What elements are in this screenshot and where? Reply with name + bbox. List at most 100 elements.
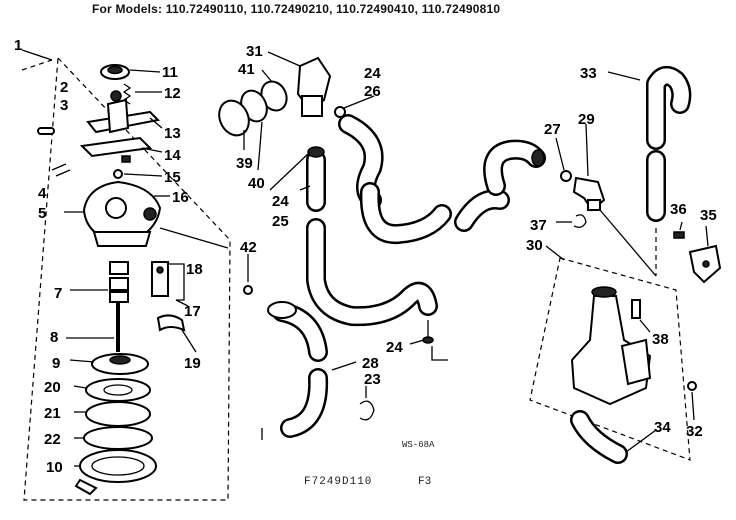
leader-26 [343, 95, 375, 109]
callout-1: 1 [14, 37, 22, 54]
pin [37, 127, 55, 135]
callout-30: 30 [526, 237, 543, 254]
gasket-22 [83, 426, 153, 450]
leader-28 [331, 361, 357, 371]
pump-base [92, 231, 152, 247]
leader-9 [69, 359, 95, 363]
callout-24b: 24 [364, 65, 381, 82]
callout-labels: 1234578910111213141516171819202122232424… [14, 37, 717, 476]
impeller-hub [109, 355, 131, 365]
callout-3: 3 [60, 97, 68, 114]
drain-hose-inner [308, 220, 436, 324]
callout-19: 19 [184, 355, 201, 372]
leader-11 [129, 69, 161, 73]
leader-38 [639, 319, 651, 333]
bracket-hole [702, 260, 710, 268]
elbow-outlet [587, 199, 601, 211]
pump-outlet [105, 197, 127, 219]
pump-port [143, 207, 157, 221]
diagram-code: WS-68A [402, 440, 435, 450]
pulley-hub [107, 65, 123, 75]
callout-33: 33 [580, 65, 597, 82]
leader-34 [625, 429, 657, 453]
guide-line-right [599, 209, 657, 277]
models-header: For Models: 110.72490110, 110.72490210, … [92, 2, 501, 16]
hose-clamp-27 [560, 170, 572, 182]
leader-36 [679, 221, 683, 231]
leader-30 [545, 245, 565, 261]
callout-11: 11 [162, 64, 178, 81]
hose-group-middle [218, 51, 452, 440]
pump-assembly [21, 49, 231, 501]
callout-26: 26 [364, 83, 381, 100]
fitting [243, 285, 253, 295]
seal-middle [109, 277, 129, 291]
plate [79, 136, 153, 158]
nut [121, 155, 131, 163]
gasket-20-inner [103, 384, 133, 396]
cover-tab [74, 478, 98, 496]
callout-14: 14 [164, 147, 181, 164]
callout-12: 12 [164, 85, 181, 102]
guide-bracket [431, 346, 448, 361]
guide-line [159, 227, 229, 249]
bracket-18-line [168, 263, 185, 301]
leader-14 [141, 147, 163, 153]
leader-33 [607, 71, 641, 81]
hose-hook-clamp [531, 149, 545, 167]
assembly-boundary-30 [529, 257, 691, 461]
leader-1 [21, 49, 53, 61]
hose-clamp-23 [359, 400, 375, 421]
callout-15: 15 [164, 169, 181, 186]
hose-clamp-24 [422, 336, 434, 344]
tub-support-assembly [431, 245, 697, 464]
callout-8: 8 [50, 329, 58, 346]
callout-24a: 24 [272, 193, 289, 210]
hose-j-inner [456, 191, 508, 230]
leader-29 [585, 123, 589, 177]
callout-28: 28 [362, 355, 379, 372]
plate-21 [85, 401, 151, 427]
leader-31 [267, 51, 301, 67]
callout-16: 16 [172, 189, 189, 206]
hose-34-inner [572, 412, 626, 462]
hose-hook-inner [485, 142, 544, 194]
bolt-2 [110, 90, 122, 102]
seal-top [109, 261, 129, 275]
leader-24a [269, 151, 311, 191]
callout-29: 29 [578, 111, 595, 128]
leader-27 [555, 137, 565, 171]
leader-32 [691, 391, 695, 421]
hose-clamp-26 [334, 106, 346, 118]
hose-33-inner [648, 68, 689, 148]
callout-2: 2 [60, 79, 68, 96]
clip [51, 163, 71, 177]
callout-25: 25 [272, 213, 289, 230]
callout-20: 20 [44, 379, 61, 396]
page-code: F3 [418, 476, 432, 488]
callout-40: 40 [248, 175, 265, 192]
leader-24c [409, 339, 425, 345]
mounting-plate [620, 338, 652, 386]
hose-28-coupling [267, 301, 297, 319]
hose-middle-u-inner [362, 184, 450, 242]
drawing-number: F7249D110 [304, 476, 373, 488]
leader-20 [73, 385, 87, 389]
callout-39: 39 [236, 155, 253, 172]
leader-15 [123, 173, 163, 177]
hose-25-clamp [307, 146, 325, 158]
callout-22: 22 [44, 431, 61, 448]
callout-36: 36 [670, 201, 687, 218]
screw [673, 231, 685, 239]
callout-17: 17 [184, 303, 201, 320]
callout-27: 27 [544, 121, 561, 138]
leader-13 [149, 117, 163, 129]
hose-lower-inner [282, 370, 326, 436]
callout-34: 34 [654, 419, 671, 436]
leader-41 [261, 69, 273, 83]
pump-cover-inner [91, 456, 145, 476]
callout-31: 31 [246, 43, 263, 60]
callout-5: 5 [38, 205, 46, 222]
seal-bottom [109, 291, 129, 303]
callout-32: 32 [686, 423, 703, 440]
